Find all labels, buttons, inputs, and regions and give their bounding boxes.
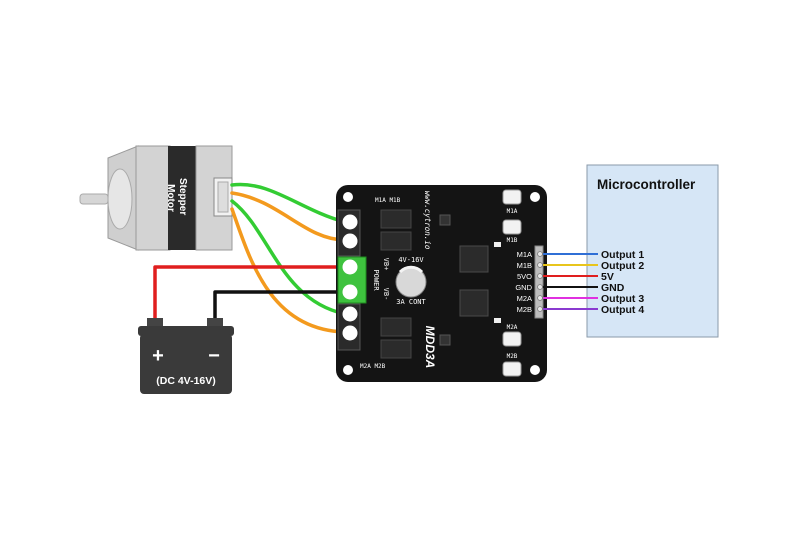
current-label: 3A CONT: [396, 298, 426, 306]
label-vb-minus: VB-: [382, 288, 390, 301]
wire-red-power: [153, 265, 345, 322]
output-1-label: Output 1: [601, 249, 644, 261]
motor-shaft: [79, 193, 109, 205]
button-m2a-label: M2A: [507, 324, 518, 331]
button-m2b: [502, 361, 522, 377]
terminal-power-screw-minus: [342, 284, 358, 300]
chip-bottom-left-2: [380, 339, 412, 359]
motor-flange: [107, 168, 133, 230]
capacitor-highlight: [398, 265, 424, 274]
button-m1a-label: M1A: [507, 208, 518, 215]
wire-orange-1: [230, 191, 347, 242]
wire-green-1: [230, 182, 347, 224]
microcontroller-title: Microcontroller: [597, 177, 696, 192]
mount-hole-tr: [530, 192, 540, 202]
battery-terminal-negative: [207, 318, 223, 328]
chip-top-left: [380, 209, 412, 229]
motor-label: Stepper Motor: [165, 178, 188, 218]
pin-header: [534, 245, 544, 319]
pin-label-m2b: M2B: [517, 305, 532, 314]
terminal-m2-screw-b: [342, 325, 358, 341]
output-gnd-label: GND: [601, 282, 625, 294]
microcontroller: Microcontroller: [586, 164, 719, 338]
button-m2b-label: M2B: [507, 353, 518, 360]
mount-hole-br: [530, 365, 540, 375]
chip-bottom-left: [380, 317, 412, 337]
chip-driver-1: [459, 245, 489, 273]
button-m1a: [502, 189, 522, 205]
label-power: POWER: [372, 269, 380, 291]
output-3-label: Output 3: [601, 293, 644, 305]
led-2: [494, 318, 501, 323]
terminal-m2-screw-a: [342, 306, 358, 322]
pin-label-m1b: M1B: [517, 261, 532, 270]
motor-wires: [230, 182, 347, 334]
microcontroller-box: [586, 164, 719, 338]
motor-connector-pins: [217, 181, 229, 213]
brand-label: www.cytron.io: [423, 191, 432, 250]
label-vb-plus: VB+: [382, 258, 390, 271]
terminal-m1-screw-b: [342, 233, 358, 249]
motor-front-block: [135, 145, 171, 251]
smd-part-2: [439, 334, 451, 346]
terminal-m1-screw-a: [342, 214, 358, 230]
terminal-power-screw-plus: [342, 259, 358, 275]
signal-wires: [537, 251, 598, 312]
mount-hole-tl: [343, 192, 353, 202]
battery-body: [140, 334, 232, 394]
battery-lid: [138, 326, 234, 336]
pin-label-m2a: M2A: [517, 294, 532, 303]
smd-part-1: [439, 214, 451, 226]
motor-body: [168, 146, 198, 250]
top-output-labels: M1A M1B: [375, 197, 401, 204]
header-pin-dots: [537, 251, 543, 312]
pin-labels: M1A M1B 5VO GND M2A M2B: [515, 250, 532, 314]
chip-top-left-2: [380, 231, 412, 251]
battery-voltage-label: (DC 4V-16V): [156, 375, 216, 387]
pin-label-gnd: GND: [515, 283, 532, 292]
led-1: [494, 242, 501, 247]
button-m1b: [502, 219, 522, 235]
motor-driver-board: POWER VB+ VB- www.cytron.io MDD3A 4V-16V…: [336, 185, 547, 382]
stepper-motor: Stepper Motor: [79, 145, 233, 251]
output-2-label: Output 2: [601, 260, 644, 272]
wire-green-2: [230, 199, 347, 316]
battery-plus-symbol: +: [152, 345, 164, 367]
model-label: MDD3A: [423, 326, 437, 369]
battery-minus-symbol: −: [208, 345, 220, 367]
battery: + − (DC 4V-16V): [138, 318, 234, 394]
output-5v-label: 5V: [601, 271, 614, 283]
mount-hole-bl: [343, 365, 353, 375]
pin-label-5vo: 5VO: [517, 272, 532, 281]
battery-terminal-positive: [147, 318, 163, 328]
wire-orange-2: [230, 207, 347, 334]
battery-wires: [153, 265, 345, 322]
bottom-output-labels: M2A M2B: [360, 363, 386, 370]
pin-label-m1a: M1A: [517, 250, 532, 259]
chip-driver-2: [459, 289, 489, 317]
microcontroller-outputs: Output 1 Output 2 5V GND Output 3 Output…: [601, 249, 644, 316]
button-m1b-label: M1B: [507, 237, 518, 244]
output-4-label: Output 4: [601, 304, 644, 316]
voltage-label: 4V-16V: [398, 256, 424, 264]
button-m2a: [502, 331, 522, 347]
wire-black-power: [213, 290, 345, 322]
